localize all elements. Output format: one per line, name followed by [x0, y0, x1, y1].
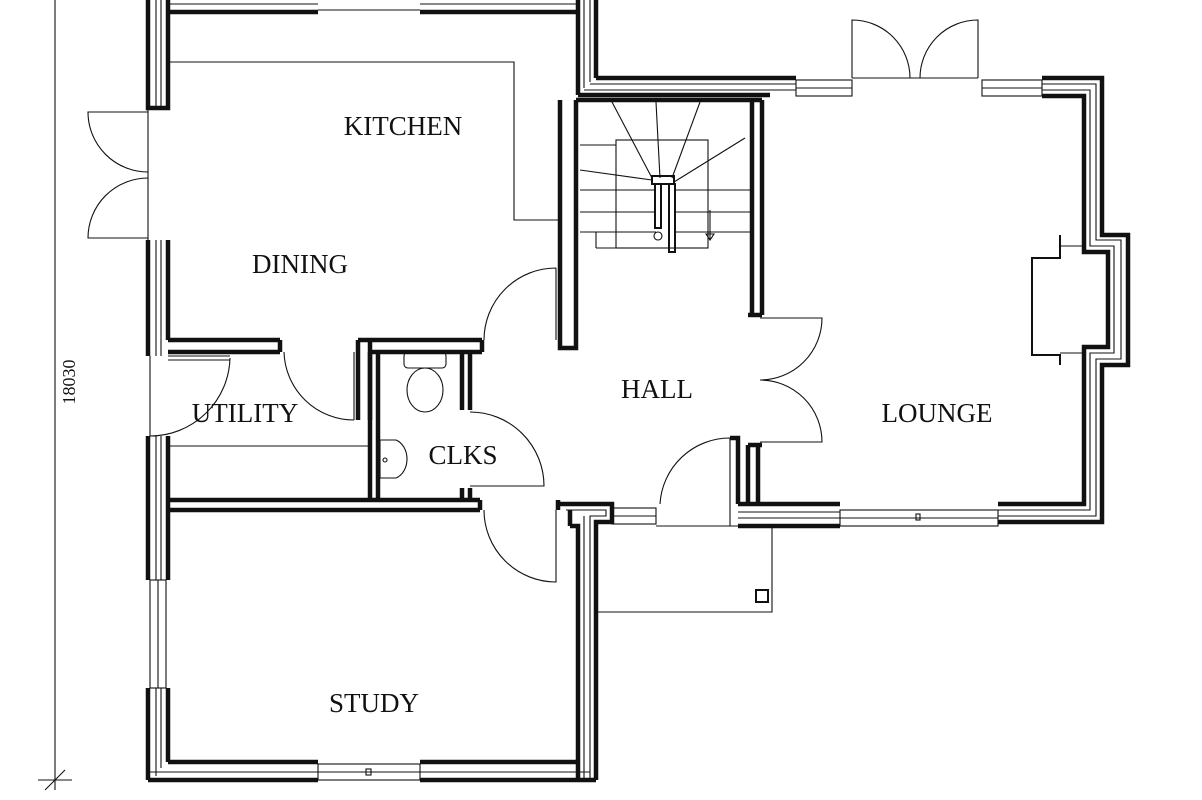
- outer-walls: [145, 0, 1131, 783]
- staircase: [579, 101, 750, 253]
- room-labels: KITCHEN DINING HALL LOUNGE UTILITY CLKS …: [192, 111, 993, 718]
- basin-icon: [379, 439, 408, 479]
- interior-walls: [168, 61, 773, 613]
- toilet-icon: [403, 351, 447, 413]
- dimension-label: 18030: [59, 360, 79, 405]
- room-label-dining: DINING: [252, 249, 348, 279]
- room-label-kitchen: KITCHEN: [344, 111, 462, 141]
- room-label-lounge: LOUNGE: [882, 398, 993, 428]
- dimension-line: 18030: [38, 0, 79, 791]
- room-label-clks: CLKS: [428, 440, 497, 470]
- room-label-utility: UTILITY: [192, 398, 298, 428]
- doors: [87, 19, 979, 583]
- room-label-study: STUDY: [329, 688, 419, 718]
- fixtures: [379, 351, 447, 479]
- room-label-hall: HALL: [621, 374, 693, 404]
